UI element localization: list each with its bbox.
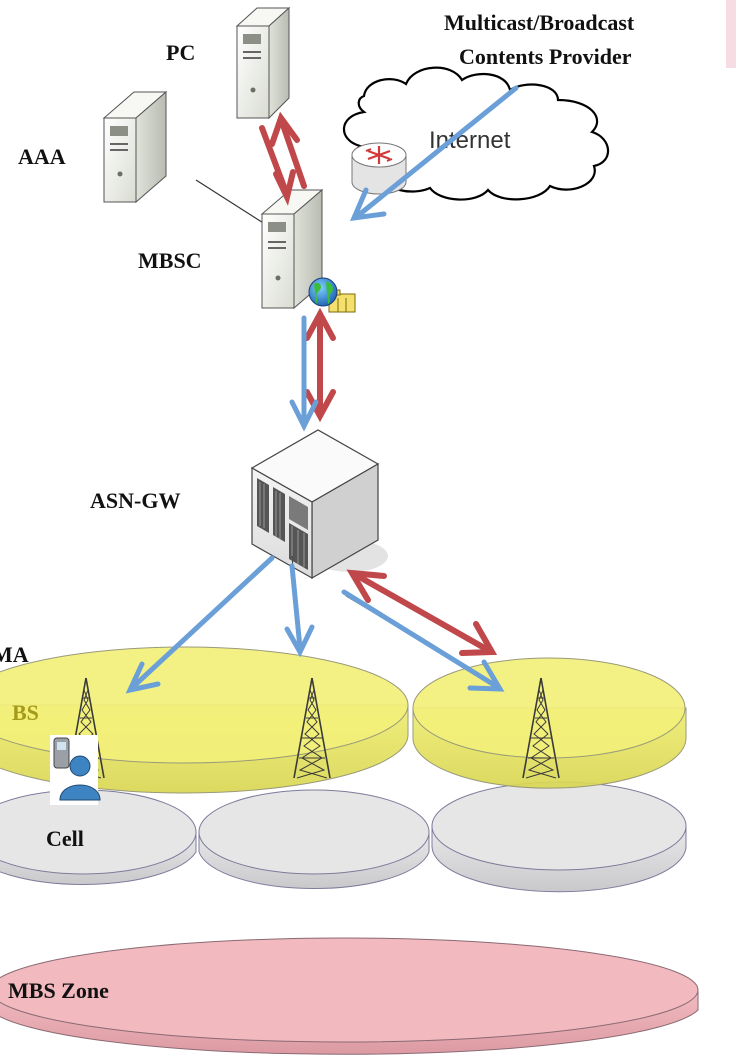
ma-label-fragment: MA xyxy=(0,642,29,667)
blue-arrow-asngw-bs-left xyxy=(125,555,275,694)
globe-icon xyxy=(308,277,338,307)
cell-disc-left xyxy=(0,789,197,885)
mbs-region-disc-small xyxy=(412,657,687,789)
bs-label: BS xyxy=(12,700,39,725)
mbsc-label: MBSC xyxy=(138,248,202,273)
mobile-user-icon xyxy=(50,735,101,805)
cropped-edge-shape xyxy=(726,0,736,68)
blue-arrow-mbsc-asngw xyxy=(289,315,319,432)
aaa-mbsc-link xyxy=(195,179,269,227)
cell-disc-right xyxy=(431,781,687,893)
cell-disc-middle xyxy=(198,789,430,889)
provider-label-line2: Contents Provider xyxy=(459,44,632,69)
pc-server-icon xyxy=(235,6,291,120)
red-arrow-pc-mbsc xyxy=(259,111,307,206)
red-arrow-asngw-bs xyxy=(346,569,498,656)
red-arrow-mbsc-asngw xyxy=(304,307,336,423)
mbsc-server-icon xyxy=(260,188,324,310)
pc-label: PC xyxy=(166,40,195,65)
mbs-zone-label: MBS Zone xyxy=(8,978,109,1003)
asn-gw-gateway-icon xyxy=(250,429,388,580)
mbs-zone-disc xyxy=(0,937,699,1055)
aaa-label: AAA xyxy=(18,144,66,169)
aaa-server-icon xyxy=(102,90,168,204)
blue-arrow-provider-mbsc xyxy=(349,85,519,222)
provider-label-line1: Multicast/Broadcast xyxy=(444,10,635,35)
blue-arrow-asngw-bs-middle xyxy=(284,563,315,658)
asn-gw-label: ASN-GW xyxy=(90,488,180,513)
blue-arrow-asngw-bs-right xyxy=(341,589,505,692)
cell-label: Cell xyxy=(46,826,84,851)
